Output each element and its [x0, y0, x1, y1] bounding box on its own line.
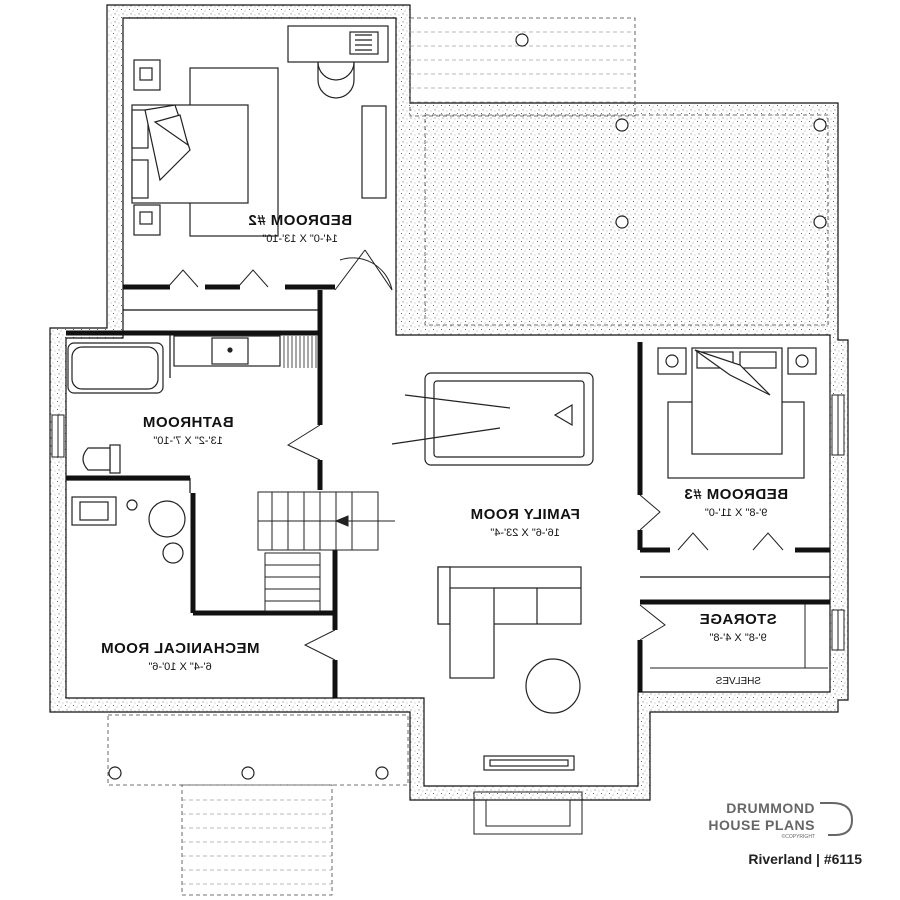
thin-walls [66, 309, 830, 578]
egress-well [473, 791, 583, 835]
terrace-posts [108, 33, 827, 780]
bedroom2-furniture [131, 25, 389, 237]
storage-name: STORAGE [699, 611, 776, 628]
family-room-dims: 16'-6" X 23'-4" [490, 527, 560, 539]
bathroom-dims: 13'-2" X 7'-10" [153, 435, 223, 447]
interior-walls [66, 284, 830, 698]
storage-shelves [650, 604, 828, 669]
room-labels: BEDROOM #2 14'-0" X 13'-10" BATHROOM 13'… [101, 212, 789, 687]
storage-shelves-label: SHELVES [715, 676, 761, 687]
mechanical-equipment [71, 496, 186, 564]
mechanical-room-name: MECHANICAL ROOM [101, 640, 260, 657]
windows [51, 394, 845, 651]
bedroom2-name: BEDROOM #2 [248, 212, 352, 229]
brand-copyright: ©COPYRIGHT [782, 833, 815, 840]
door-swings [167, 249, 784, 661]
front-porch [107, 714, 409, 896]
bedroom3-dims: 9'-8" X 11'-0" [705, 507, 768, 519]
brand-logo-icon [820, 802, 854, 836]
brand-line2: HOUSE PLANS [708, 817, 815, 833]
bedroom2-dims: 14'-0" X 13'-10" [262, 233, 338, 245]
plan-label: Riverland | #6115 [748, 851, 862, 867]
brand-block: DRUMMOND HOUSE PLANS ©COPYRIGHT Riverlan… [708, 800, 862, 867]
family-room-furniture [391, 372, 594, 771]
bedroom3-furniture [657, 347, 817, 479]
brand-line1: DRUMMOND [726, 800, 815, 816]
bathroom-name: BATHROOM [142, 414, 233, 431]
staircase [257, 491, 395, 612]
porch-steps [182, 799, 332, 885]
mechanical-room-dims: 6'-4" X 10'-6" [148, 661, 211, 673]
rear-terrace [409, 17, 829, 326]
storage-dims: 9'-8" X 4'-8" [709, 632, 766, 644]
bathroom-fixtures [67, 335, 317, 474]
bedroom3-name: BEDROOM #3 [684, 486, 788, 503]
family-room-name: FAMILY ROOM [470, 506, 580, 523]
